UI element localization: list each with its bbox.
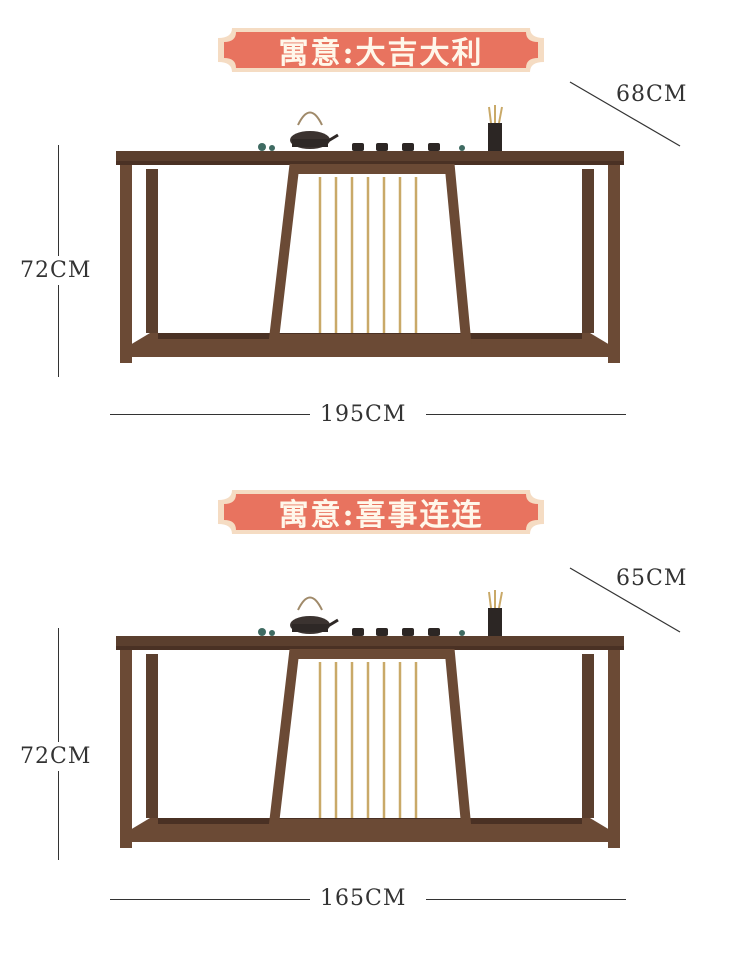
depth-indicator (568, 566, 683, 640)
brass-rods (318, 662, 418, 818)
meaning-banner: 寓意:大吉大利 (214, 24, 548, 76)
teapot-icon (290, 111, 339, 149)
banner-title: 寓意:喜事连连 (278, 498, 484, 533)
tea-cups (258, 143, 465, 151)
tea-table-illustration (116, 590, 624, 848)
banner-background (218, 490, 544, 534)
height-label: 72CM (20, 256, 92, 285)
width-line-left (110, 414, 310, 415)
width-label: 195CM (320, 402, 407, 427)
depth-label: 65CM (616, 566, 688, 591)
tea-tool-holder (488, 590, 503, 636)
product-section-1: 寓意:大吉大利 68CM 72CM (20, 24, 688, 427)
tea-table-illustration (116, 105, 624, 363)
tea-tool-holder (488, 105, 503, 151)
tea-cups (258, 628, 465, 636)
depth-indicator (568, 80, 683, 154)
teapot-icon (290, 596, 339, 634)
width-line-right (426, 899, 626, 900)
width-label: 165CM (320, 886, 407, 911)
banner-background (218, 28, 544, 72)
banner-title: 寓意:大吉大利 (278, 36, 484, 71)
depth-label: 68CM (616, 82, 688, 107)
width-line-left (110, 899, 310, 900)
product-section-2: 寓意:喜事连连 65CM 72CM (0, 480, 750, 960)
width-line-right (426, 414, 626, 415)
meaning-banner: 寓意:喜事连连 (214, 486, 548, 538)
height-label: 72CM (20, 742, 92, 771)
brass-rods (318, 177, 418, 333)
